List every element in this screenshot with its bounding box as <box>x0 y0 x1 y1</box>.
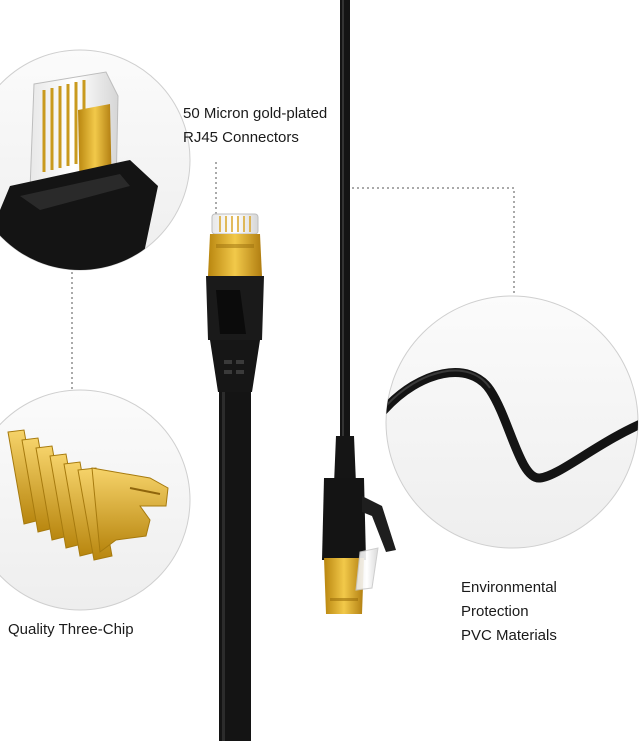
chip-callout-line1: Quality Three-Chip <box>8 621 134 638</box>
rj45-connector-right <box>322 478 396 614</box>
pvc-callout-line2: Protection <box>461 603 529 620</box>
rj45-connector-left <box>206 213 264 392</box>
connectors-callout-line2: RJ45 Connectors <box>183 129 299 146</box>
connectors-callout-line1: 50 Micron gold-plated <box>183 105 328 122</box>
pvc-callout-line3: PVC Materials <box>461 627 557 644</box>
flat-cable-left <box>219 380 251 741</box>
connectors-callout: 50 Micron gold-plated RJ45 Connectors <box>183 102 327 150</box>
pvc-callout: Environmental Protection PVC Materials <box>461 576 557 648</box>
leader-lines <box>71 162 515 390</box>
connector-closeup-circle <box>0 49 191 271</box>
chip-callout: Quality Three-Chip <box>8 618 134 642</box>
pvc-cable-closeup-circle <box>385 295 639 549</box>
flat-cable-right <box>334 0 356 484</box>
three-chip-closeup-circle <box>0 389 191 611</box>
pvc-callout-line1: Environmental <box>461 579 557 596</box>
